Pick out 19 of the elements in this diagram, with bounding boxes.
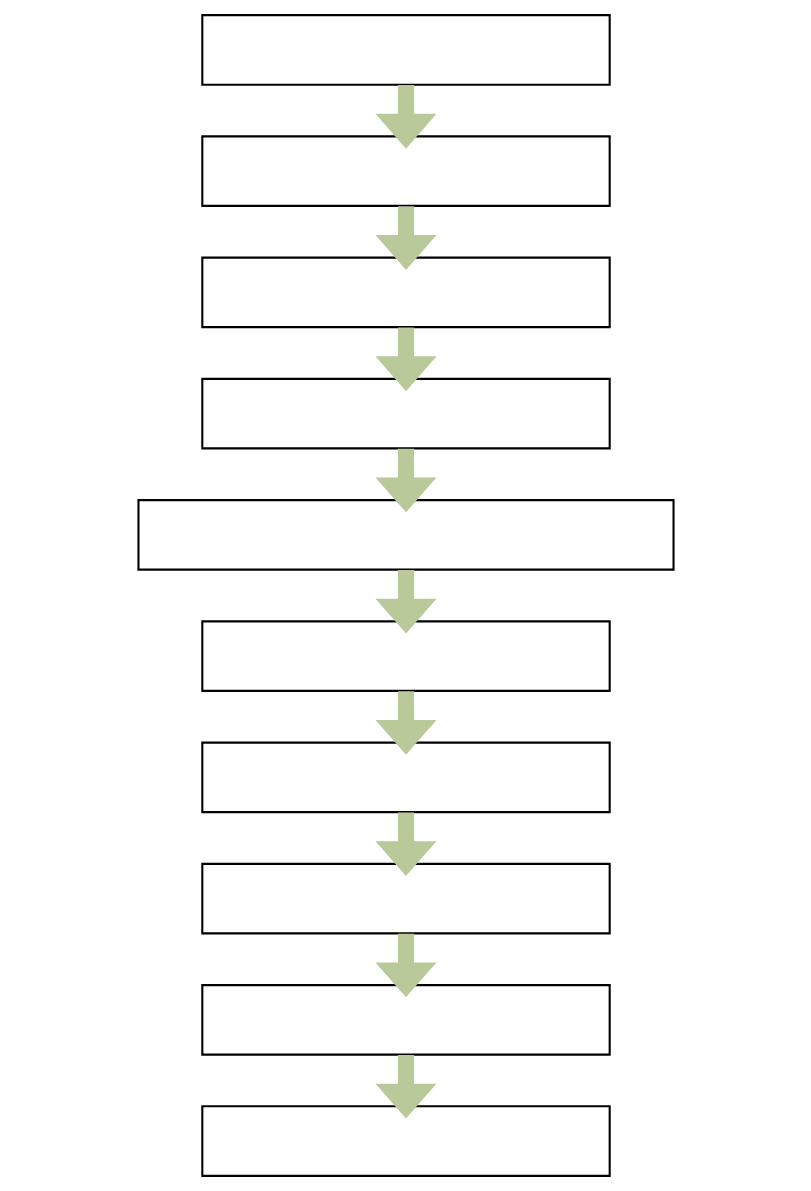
- node-box: [200, 135, 611, 207]
- arrow: [374, 85, 437, 149]
- node-box: [200, 377, 611, 450]
- node-box: [200, 984, 611, 1056]
- node-box: [200, 620, 611, 692]
- arrow: [374, 1054, 437, 1119]
- node-box: [200, 14, 611, 86]
- node-box: [200, 1105, 611, 1177]
- arrow: [374, 570, 437, 634]
- arrow: [374, 812, 437, 877]
- node-box: [200, 256, 611, 329]
- arrow: [374, 327, 437, 392]
- arrow: [374, 206, 437, 270]
- node-box: [200, 862, 611, 935]
- node-box: [200, 741, 611, 814]
- arrow: [374, 933, 437, 998]
- arrow: [374, 448, 437, 513]
- arrow: [374, 691, 437, 755]
- node-box: [136, 499, 675, 571]
